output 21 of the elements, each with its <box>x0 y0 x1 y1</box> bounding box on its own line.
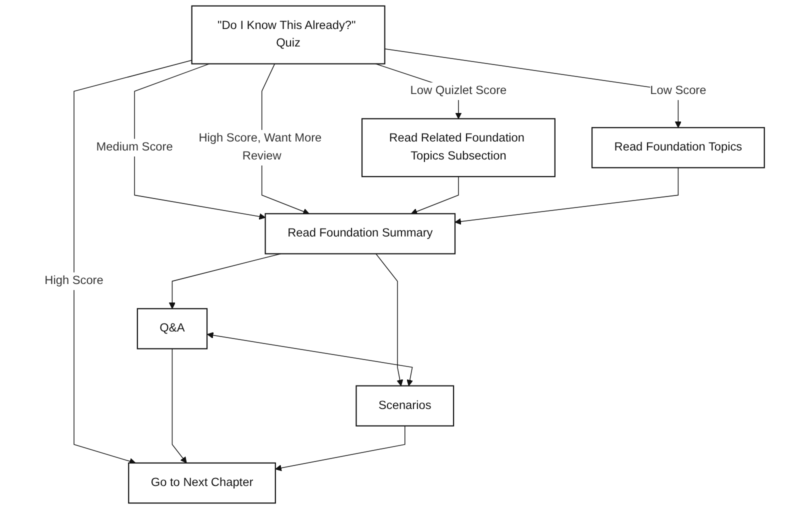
arrow <box>410 176 459 215</box>
arrow <box>207 332 414 386</box>
arrow <box>275 426 406 472</box>
node-box: Read Foundation Topics <box>591 127 765 168</box>
node-box: Read Foundation Summary <box>264 213 456 254</box>
edge-label: Low Quizlet Score <box>410 84 507 98</box>
arrow <box>134 63 266 220</box>
arrow <box>172 348 187 464</box>
edge-label: Low Score <box>650 84 706 98</box>
node-box: Scenarios <box>356 385 454 426</box>
arrow <box>454 167 679 225</box>
node-box: Q&A <box>136 308 208 350</box>
arrow <box>384 48 682 128</box>
edge-label: Medium Score <box>96 140 173 154</box>
node-box: Read Related Foundation Topics Subsection <box>361 118 556 178</box>
arrow <box>376 253 404 386</box>
edge-label: High Score <box>44 274 104 288</box>
node-box: Go to Next Chapter <box>128 462 276 504</box>
edge-label: High Score, Want More Review <box>198 132 322 162</box>
node-box: "Do I Know This Already?" Quiz <box>191 5 386 64</box>
arrow <box>74 60 192 464</box>
